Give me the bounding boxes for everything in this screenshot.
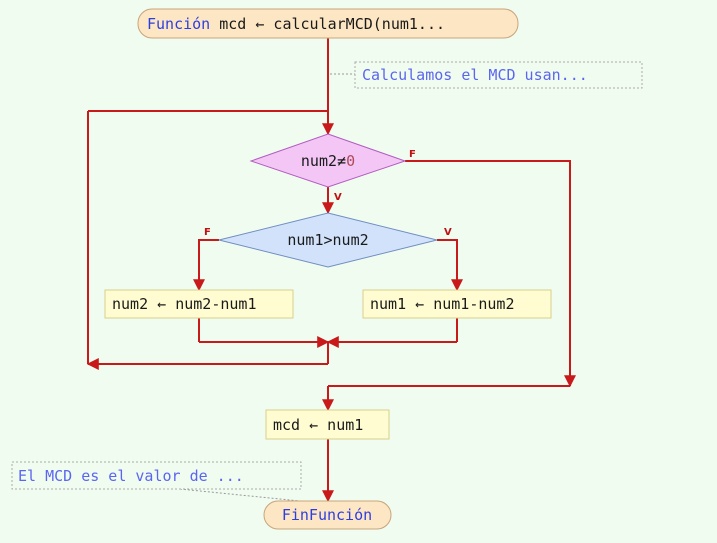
assign-false-text: num2 ← num2-num1: [112, 295, 257, 313]
end-terminal[interactable]: FinFunción: [263, 500, 392, 530]
loop-decision[interactable]: num2≠0: [249, 133, 407, 188]
loop-true-label: V: [334, 192, 342, 203]
start-keyword: Función: [147, 15, 210, 33]
flow-inner-true: [437, 239, 463, 292]
assign-true-box[interactable]: num1 ← num1-num2: [362, 289, 552, 319]
assign-result-box[interactable]: mcd ← num1: [265, 409, 390, 440]
svg-text:Función mcd ← calcularMCD(num1: Función mcd ← calcularMCD(num1...: [147, 15, 445, 33]
start-terminal[interactable]: Función mcd ← calcularMCD(num1...: [137, 8, 519, 39]
assign-result-text: mcd ← num1: [273, 416, 363, 434]
assign-false-box[interactable]: num2 ← num2-num1: [104, 289, 294, 319]
loop-false-label: F: [409, 149, 416, 160]
flow-inner-false: [193, 239, 219, 292]
svg-text:num2≠0: num2≠0: [301, 152, 355, 170]
inner-decision[interactable]: num1>num2: [218, 212, 438, 268]
comment-bottom[interactable]: El MCD es el valor de ...: [11, 461, 302, 490]
comment-top[interactable]: Calculamos el MCD usan...: [354, 61, 643, 89]
comment-top-text: Calculamos el MCD usan...: [362, 66, 588, 84]
end-label: FinFunción: [282, 506, 372, 524]
loop-condition-text: num2≠: [301, 152, 346, 170]
flow-loop-false: [405, 160, 576, 388]
comment-bottom-text: El MCD es el valor de ...: [18, 467, 244, 485]
flow-lines: [86, 38, 576, 503]
inner-true-label: V: [444, 227, 452, 238]
inner-condition-text: num1>num2: [287, 231, 368, 249]
inner-false-label: F: [204, 227, 211, 238]
loop-condition-number: 0: [346, 152, 355, 170]
assign-true-text: num1 ← num1-num2: [370, 295, 515, 313]
start-signature: mcd ← calcularMCD(num1...: [210, 15, 445, 33]
flow-bottom-comment-connector: [179, 488, 301, 502]
